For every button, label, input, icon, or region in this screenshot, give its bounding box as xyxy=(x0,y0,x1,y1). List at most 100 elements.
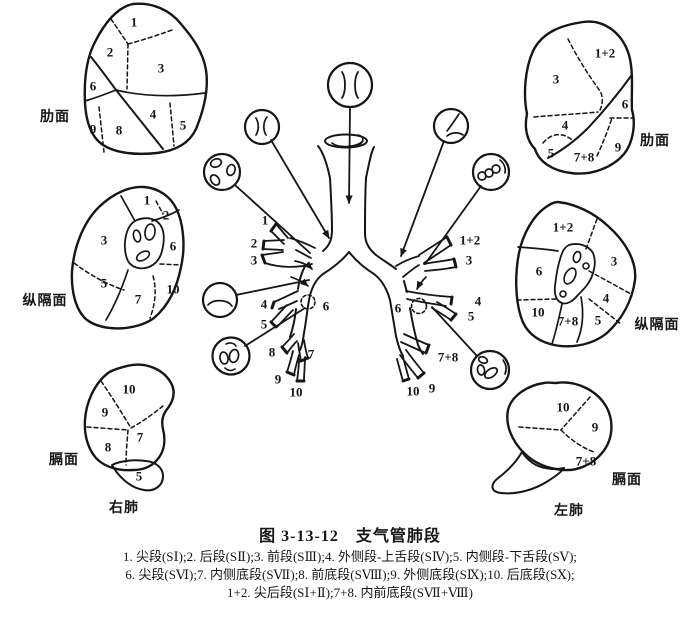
segment6-orifice-left xyxy=(410,297,428,315)
segment-label: 6 xyxy=(621,96,629,112)
bronchus-label: 1+2 xyxy=(459,232,481,248)
segment-label: 7 xyxy=(134,291,142,307)
bronchus-label: 8 xyxy=(268,344,276,360)
horizontal-fissure xyxy=(115,89,206,97)
lingular-bronchi xyxy=(405,290,458,322)
bronchoscope-view-carina-right xyxy=(243,108,281,146)
segment-label: 10 xyxy=(166,281,180,297)
bronchus-label: 1 xyxy=(261,212,269,228)
bronchus-label: 10 xyxy=(289,384,303,400)
bronchus-label: 3 xyxy=(250,252,258,268)
trachea-arrow xyxy=(345,107,353,204)
segment-label: 5 xyxy=(135,468,143,484)
left-lung-diaphragmatic-view xyxy=(491,381,613,495)
segment-label: 9 xyxy=(591,419,599,435)
bronchoscope-view-right-basal xyxy=(211,336,251,376)
bronchus-label: 2 xyxy=(250,235,258,251)
bronchus-label: 4 xyxy=(260,296,268,312)
segment-label: 4 xyxy=(561,117,569,133)
bronchus-label: 7 xyxy=(307,346,315,362)
bronchus-label: 5 xyxy=(467,308,475,324)
hilum xyxy=(123,217,165,270)
legend-line-3: 1+2. 尖后段(SⅠ+Ⅱ);7+8. 内前底段(SⅦ+Ⅷ) xyxy=(227,585,473,600)
lung-label-right: 右肺 xyxy=(109,501,139,516)
segment6-orifice-right xyxy=(300,294,316,310)
segment-label: 3 xyxy=(100,232,108,248)
face-label-right-mediastinal: 纵隔面 xyxy=(22,294,68,309)
bronchus-label: 6 xyxy=(394,300,402,316)
left-lower-lobe-bronchi xyxy=(396,333,431,383)
bronchus-label: 9 xyxy=(428,380,436,396)
right-lung-costal-view xyxy=(83,2,208,156)
bronchus-label: 5 xyxy=(260,316,268,332)
segment-label: 3 xyxy=(610,253,618,269)
bronchus-label: 9 xyxy=(274,371,282,387)
segment-label: 2 xyxy=(106,44,114,60)
figure-title: 图 3-13-12 支气管肺段 xyxy=(259,528,441,545)
segment-label: 1+2 xyxy=(594,45,616,61)
segment-label: 9 xyxy=(101,404,109,420)
bronchus-label: 4 xyxy=(474,293,482,309)
bronchus-label: 3 xyxy=(465,252,473,268)
segment-label: 9 xyxy=(89,121,97,137)
bronchus-label: 7+8 xyxy=(437,349,459,365)
face-label-right-diaphragmatic: 膈面 xyxy=(49,453,79,468)
segment-label: 10 xyxy=(531,304,545,320)
bronchial-tree xyxy=(260,133,458,383)
right-lower-lobe-bronchi xyxy=(280,333,310,383)
segment-label: 8 xyxy=(104,439,112,455)
right-main-arrow xyxy=(270,139,330,239)
segment-label: 6 xyxy=(169,238,177,254)
segment-label: 5 xyxy=(179,117,187,133)
segment-label: 6 xyxy=(535,263,543,279)
left-lung-costal-view xyxy=(523,20,635,175)
trachea-opening xyxy=(324,133,368,149)
trachea xyxy=(317,145,331,179)
left-main-arrow xyxy=(400,140,445,257)
oblique-fissure xyxy=(547,75,632,159)
legend-line-1: 1. 尖段(SⅠ);2. 后段(SⅡ);3. 前段(SⅢ);4. 外侧段-上舌段… xyxy=(122,549,578,564)
segment-label: 6 xyxy=(89,78,97,94)
lung-label-left: 左肺 xyxy=(554,504,584,519)
segment-label: 1 xyxy=(130,14,138,30)
segment-label: 3 xyxy=(552,71,560,87)
segment-label: 10 xyxy=(122,381,136,397)
face-label-left-diaphragmatic: 膈面 xyxy=(612,473,642,488)
right-lung-diaphragmatic-view xyxy=(83,363,175,492)
face-label-left-costal: 肋面 xyxy=(640,134,670,149)
face-label-right-costal: 肋面 xyxy=(40,110,70,125)
bronchoscope-view-carina-left xyxy=(432,107,470,145)
segment-label: 7+8 xyxy=(575,453,597,469)
segment-label: 1 xyxy=(143,192,151,208)
segment-label: 7+8 xyxy=(557,313,579,329)
right-upper-lobe-bronchi xyxy=(260,222,316,268)
segment-label: 7+8 xyxy=(573,149,595,165)
face-label-left-mediastinal: 纵隔面 xyxy=(634,318,680,333)
lingula-margin xyxy=(491,451,565,495)
left-lung-mediastinal-view xyxy=(515,200,637,348)
bronchoscope-view-left-basal xyxy=(469,349,511,391)
segment-label: 1+2 xyxy=(552,219,574,235)
trachea xyxy=(365,146,375,179)
segment-label: 3 xyxy=(157,60,165,76)
segment-label: 2 xyxy=(162,207,170,223)
legend-line-2: 6. 尖段(SⅥ);7. 内侧底段(SⅦ);8. 前底段(SⅧ);9. 外侧底段… xyxy=(125,567,575,582)
middle-lobe-margin xyxy=(111,459,164,492)
bronchoscope-view-right-upper-lobe xyxy=(202,152,242,192)
bronchoscope-view-glottis xyxy=(326,61,374,109)
segment-label: 8 xyxy=(115,122,123,138)
segment-label: 9 xyxy=(614,139,622,155)
hilum xyxy=(553,243,596,305)
right-lung-mediastinal-view xyxy=(70,185,185,330)
segment-label: 5 xyxy=(594,312,602,328)
segment-label: 10 xyxy=(556,399,570,415)
bronchoscope-view-circles xyxy=(201,61,511,391)
bronchoscope-view-left-upper-lobe xyxy=(471,152,511,192)
pointer-lines xyxy=(234,107,482,357)
segment-label: 4 xyxy=(602,290,610,306)
segment-label: 5 xyxy=(547,145,555,161)
bronchoscope-view-right-middle-lobe xyxy=(201,281,239,319)
bronchus-label: 10 xyxy=(406,383,420,399)
